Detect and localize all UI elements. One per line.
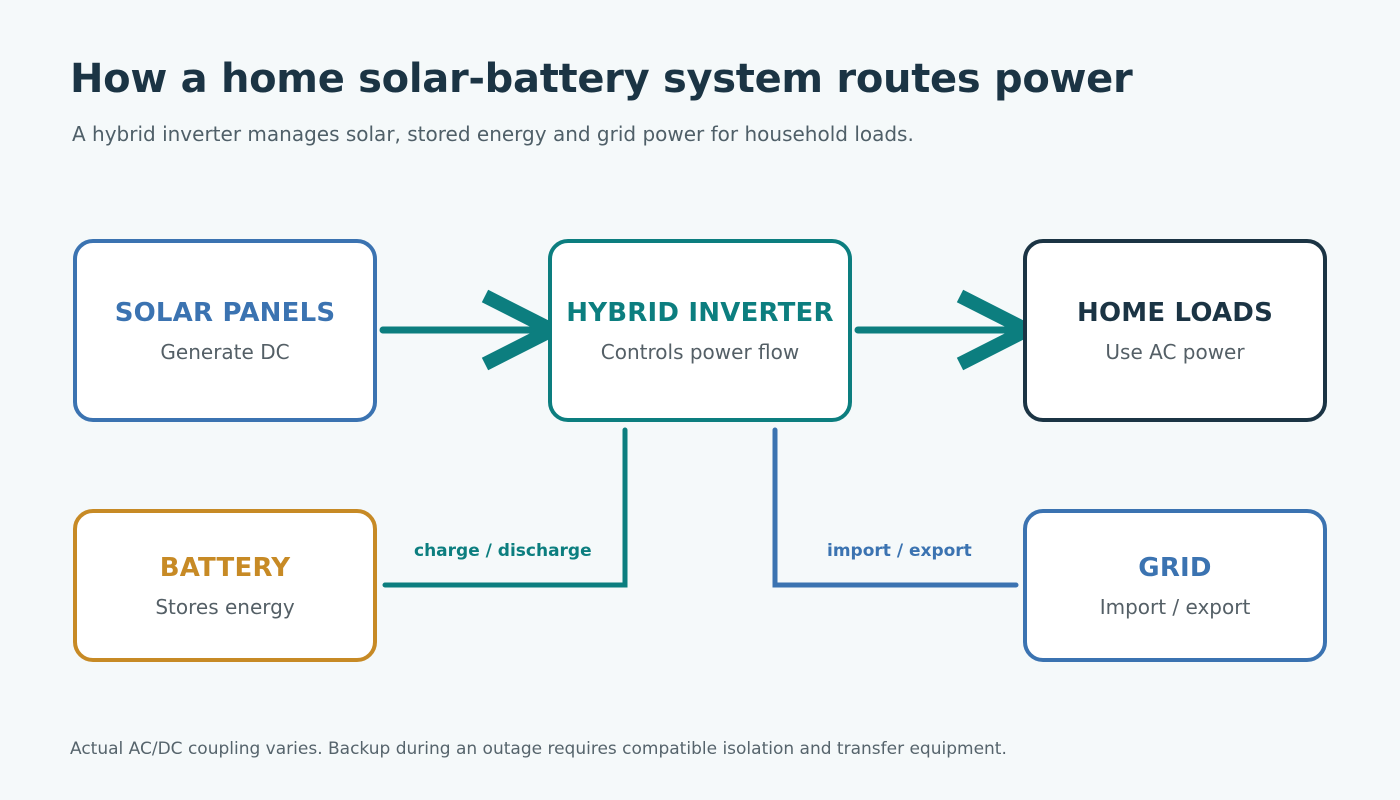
arrow-solar-to-inverter bbox=[379, 289, 568, 371]
node-title: HYBRID INVERTER bbox=[566, 297, 834, 328]
link-inverter-battery bbox=[382, 427, 628, 588]
node-grid: GRID Import / export bbox=[1023, 509, 1327, 662]
footnote: Actual AC/DC coupling varies. Backup dur… bbox=[70, 739, 1007, 759]
node-subtitle: Use AC power bbox=[1105, 339, 1245, 364]
node-subtitle: Import / export bbox=[1099, 594, 1251, 619]
link-inverter-grid bbox=[772, 427, 1019, 588]
node-title: HOME LOADS bbox=[1076, 297, 1274, 328]
node-hybrid-inverter: HYBRID INVERTER Controls power flow bbox=[548, 239, 852, 422]
node-title: GRID bbox=[1138, 552, 1212, 583]
link-label-import-export: import / export bbox=[827, 541, 972, 561]
page-title: How a home solar-battery system routes p… bbox=[70, 56, 1133, 102]
node-subtitle: Generate DC bbox=[160, 339, 290, 364]
link-label-charge-discharge: charge / discharge bbox=[414, 541, 592, 561]
page-subtitle: A hybrid inverter manages solar, stored … bbox=[72, 122, 914, 146]
node-battery: BATTERY Stores energy bbox=[73, 509, 377, 662]
node-subtitle: Controls power flow bbox=[600, 339, 800, 364]
node-home-loads: HOME LOADS Use AC power bbox=[1023, 239, 1327, 422]
arrow-inverter-to-loads bbox=[854, 289, 1043, 371]
node-title: BATTERY bbox=[159, 552, 291, 583]
node-subtitle: Stores energy bbox=[155, 594, 295, 619]
node-solar-panels: SOLAR PANELS Generate DC bbox=[73, 239, 377, 422]
node-title: SOLAR PANELS bbox=[114, 297, 336, 328]
